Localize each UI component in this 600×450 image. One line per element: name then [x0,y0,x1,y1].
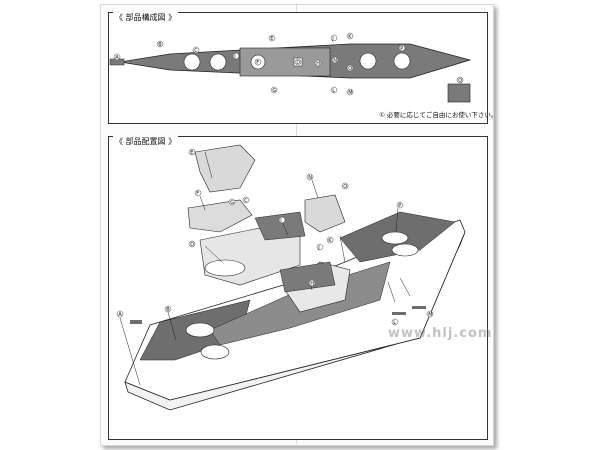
bottom-label: D [190,242,194,248]
turret-ring-2 [209,53,227,71]
exploded-turret-base [204,259,246,277]
turret-ring-5 [393,52,411,70]
bottom-label: C [244,198,248,204]
loose-part-a [130,320,142,324]
bottom-label: H [310,281,314,287]
bottom-label: K [328,238,332,244]
watermark: www.hlj.com [388,326,493,341]
bottom-label: J [317,245,319,251]
bottom-part-labels: A B C D E F G H I J K L M N O P [116,148,434,326]
loose-part-l [392,312,406,315]
turret-ring-1 [183,53,201,71]
bottom-label: F [196,191,199,197]
bottom-label: P [398,203,401,209]
deck-turret-ring-4 [391,243,419,257]
bottom-label: E [190,150,193,156]
exploded-bridge-e [194,144,256,193]
exploded-part-i [254,211,306,241]
bottom-label: N [308,175,312,181]
bottom-label: M [428,312,432,318]
top-label: O [348,66,352,72]
top-label: H [316,61,320,67]
exploded-part-h [279,261,336,293]
part-q-plate [447,83,471,103]
top-label: E [270,36,273,42]
top-label: C [194,48,198,54]
bottom-label: B [166,307,170,313]
top-label: D [296,60,300,66]
bottom-label: I [280,218,281,224]
top-label: F [256,60,259,66]
bottom-label: A [118,312,122,318]
leader-lines [119,151,411,386]
top-part-labels: A B C D E F G H I J K L M N O P Q [113,32,464,96]
top-label: N [333,58,337,64]
top-label: B [158,42,162,48]
parts-note: ① 必要に応じてご自由にお使い下さい。 [379,111,498,119]
top-label: K [348,34,352,40]
deck-turret-ring-2 [200,344,230,360]
exploded-part-f [187,199,253,233]
top-label: J [331,36,333,42]
top-label: Q [458,78,462,84]
bottom-label: L [393,320,396,326]
top-label: G [272,88,276,94]
parts-placement-title: 《 部品配置図 》 [113,136,179,147]
deck-turret-ring-3 [381,231,409,245]
turret-ring-4 [359,52,377,70]
deck-turret-ring-1 [185,322,215,338]
top-label: A [115,55,119,61]
bottom-label: G [230,200,234,206]
bottom-label: O [343,184,347,190]
top-label: P [400,46,403,52]
top-label: M [348,90,352,96]
top-label: I [234,54,235,60]
exploded-part-n [304,194,346,233]
top-label: L [332,88,335,94]
loose-part-m [412,306,426,309]
parts-layout-title: 《 部品構成図 》 [113,12,179,23]
